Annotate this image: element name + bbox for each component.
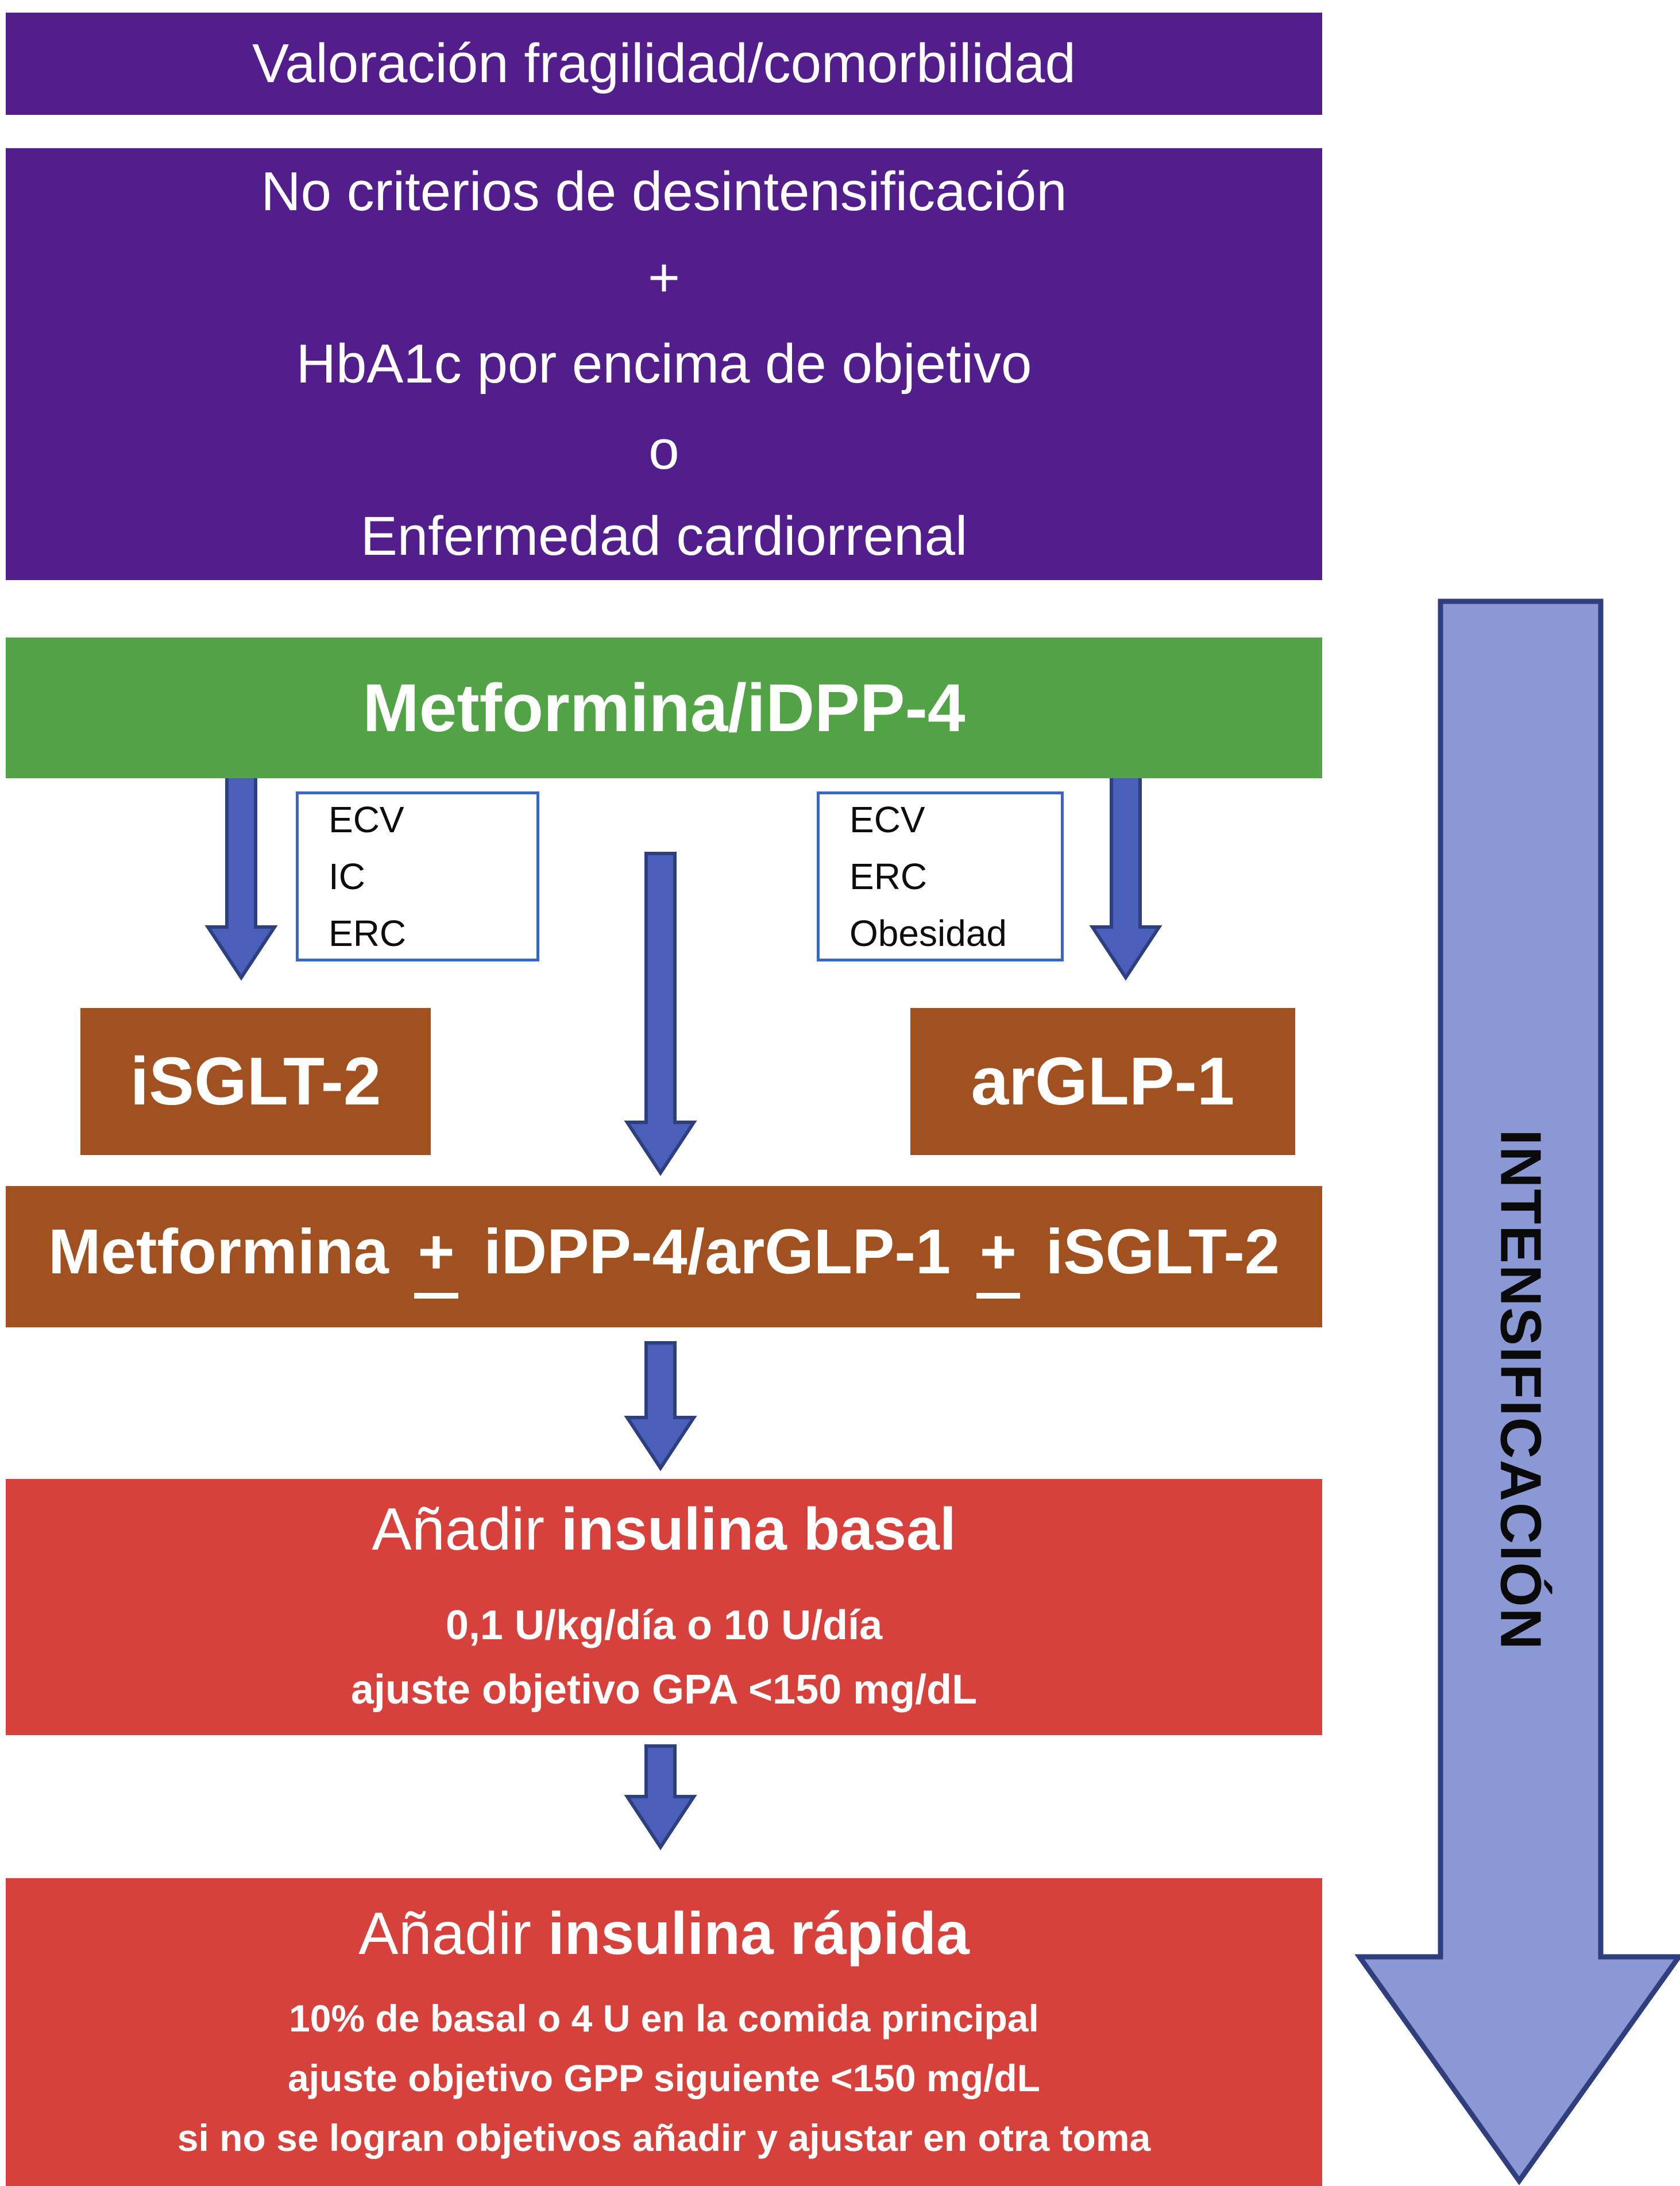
- arglp1-box: arGLP-1: [910, 1008, 1295, 1155]
- metformin-idpp4-text: Metformina/iDPP-4: [362, 670, 965, 746]
- criteria-line: No criterios de desintensificación: [261, 161, 1067, 222]
- combo-part2: iDPP-4/arGLP-1: [484, 1216, 951, 1287]
- combo-part3: iSGLT-2: [1045, 1216, 1280, 1287]
- down-arrow-icon-center-long: [624, 852, 697, 1176]
- rapid-dose-text: 10% de basal o 4 U en la comida principa…: [289, 1997, 1039, 2040]
- assessment-text: Valoración fragilidad/comorbilidad: [252, 33, 1076, 94]
- rapid-title-prefix: Añadir: [358, 1901, 548, 1967]
- isglt2-box: iSGLT-2: [80, 1008, 431, 1155]
- assessment-box: Valoración fragilidad/comorbilidad: [6, 13, 1322, 115]
- isglt2-text: iSGLT-2: [130, 1044, 381, 1119]
- intensification-label: INTENSIFICACIÓN: [1488, 1129, 1553, 1651]
- arglp1-indications-box: ECV ERC Obesidad: [817, 791, 1064, 961]
- intensification-criteria-box: No criterios de desintensificación + HbA…: [6, 148, 1322, 580]
- basal-insulin-title: Añadir insulina basal: [372, 1492, 956, 1567]
- metformin-idpp4-box: Metformina/iDPP-4: [6, 638, 1322, 778]
- basal-target-text: ajuste objetivo GPA <150 mg/dL: [350, 1667, 978, 1713]
- criteria-line: Enfermedad cardiorrenal: [360, 505, 968, 567]
- down-arrow-icon-green-left: [204, 775, 278, 981]
- rapid-insulin-box: Añadir insulina rápida 10% de basal o 4 …: [6, 1878, 1322, 2186]
- indication-item: ECV: [849, 798, 925, 840]
- criteria-line: HbA1c por encima de objetivo: [296, 333, 1032, 395]
- combination-therapy-text: Metformina + iDPP-4/arGLP-1 + iSGLT-2: [48, 1215, 1280, 1299]
- down-arrow-icon-combo-to-basal: [624, 1341, 697, 1472]
- indication-item: ERC: [329, 912, 407, 954]
- isglt2-indications-box: ECV IC ERC: [296, 791, 539, 961]
- combination-therapy-box: Metformina + iDPP-4/arGLP-1 + iSGLT-2: [6, 1186, 1322, 1327]
- arglp1-text: arGLP-1: [971, 1044, 1235, 1119]
- down-arrow-icon-basal-to-rapid: [624, 1744, 697, 1851]
- rapid-target-text: ajuste objetivo GPP siguiente <150 mg/dL: [288, 2057, 1040, 2099]
- indication-item: IC: [329, 855, 365, 897]
- plus-minus-icon: +: [414, 1220, 458, 1299]
- basal-title-bold: insulina basal: [561, 1496, 956, 1563]
- basal-title-prefix: Añadir: [372, 1496, 561, 1563]
- indication-item: ERC: [849, 855, 928, 897]
- indication-item: ECV: [329, 798, 404, 840]
- combo-part1: Metformina: [48, 1216, 389, 1287]
- basal-dose-text: 0,1 U/kg/día o 10 U/día: [445, 1602, 883, 1648]
- plus-minus-icon: +: [976, 1220, 1020, 1299]
- criteria-or: o: [648, 419, 679, 481]
- down-arrow-icon-green-right: [1089, 775, 1163, 981]
- criteria-plus: +: [647, 247, 681, 308]
- indication-item: Obesidad: [849, 912, 1007, 954]
- intensification-arrow-icon: [1354, 598, 1680, 2185]
- basal-insulin-box: Añadir insulina basal 0,1 U/kg/día o 10 …: [6, 1479, 1322, 1735]
- rapid-insulin-title: Añadir insulina rápida: [358, 1897, 969, 1971]
- rapid-title-bold: insulina rápida: [547, 1901, 970, 1967]
- rapid-adjust-text: si no se logran objetivos añadir y ajust…: [177, 2117, 1151, 2159]
